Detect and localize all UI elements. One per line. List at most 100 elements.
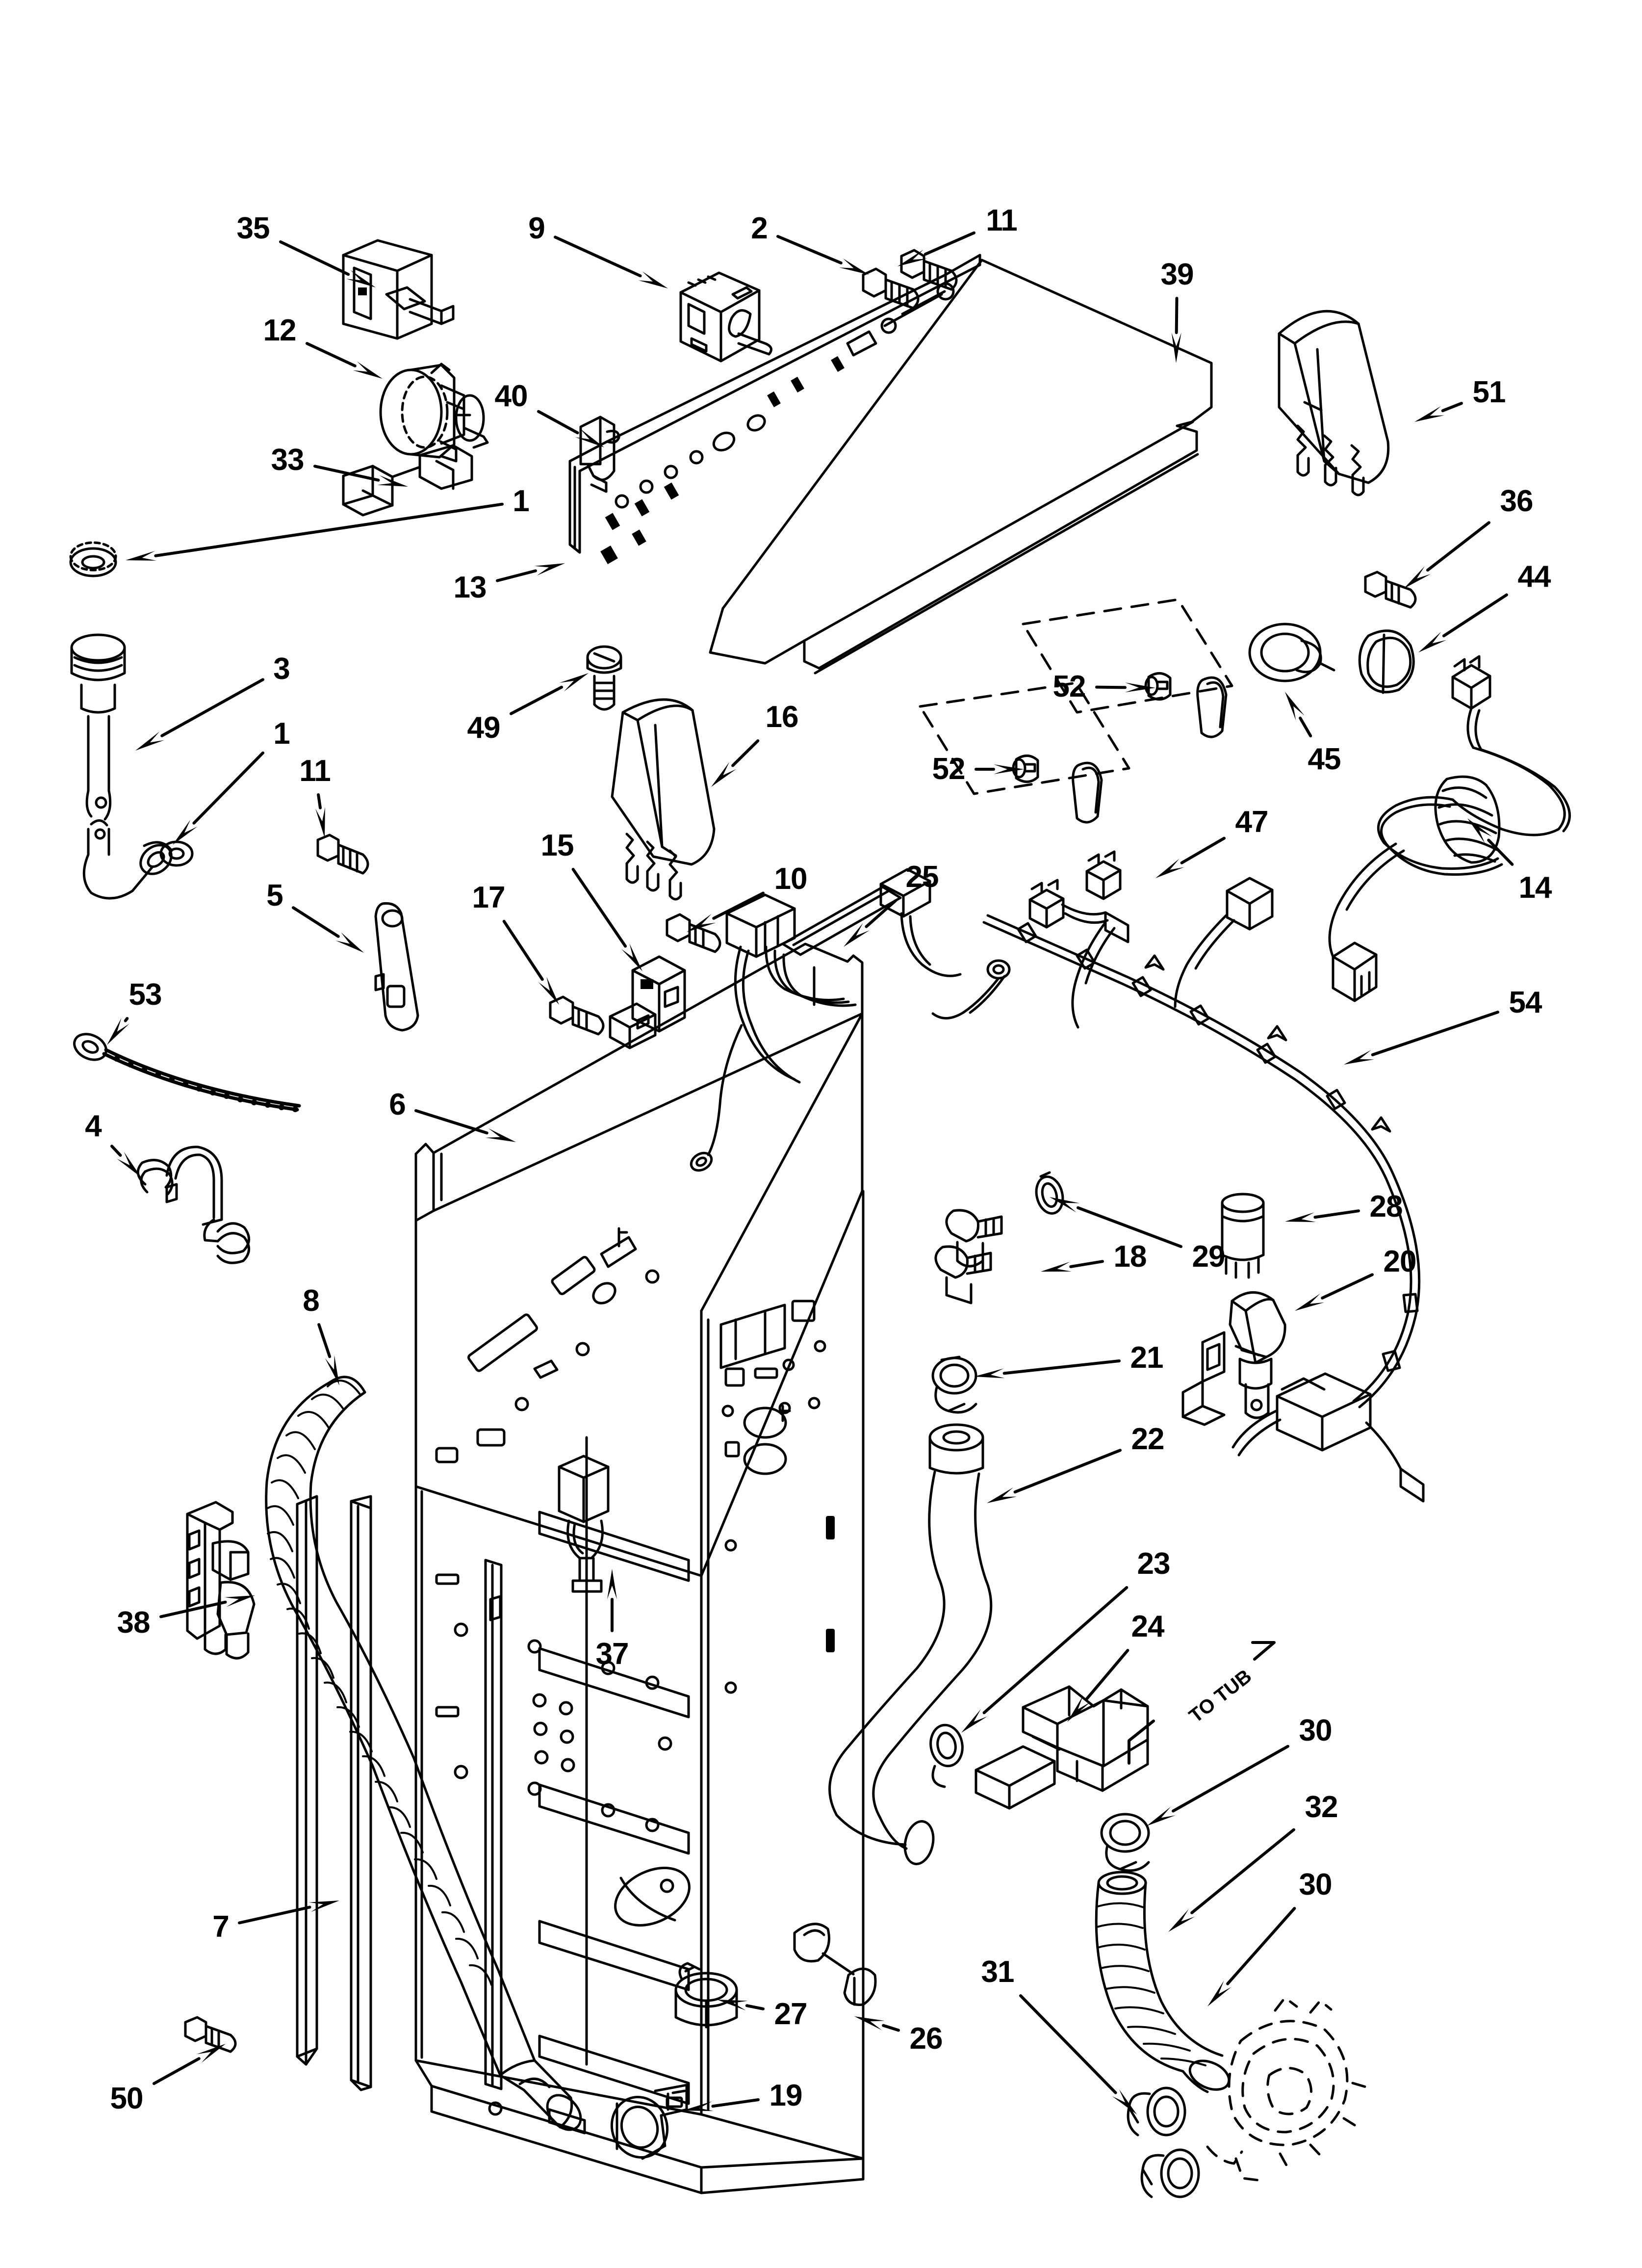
leader-line-50 <box>153 2057 201 2085</box>
callout-16: 16 <box>765 700 799 734</box>
leader-arrowhead-30b <box>1207 1981 1232 2007</box>
part-20-pump <box>1181 1291 1286 1426</box>
part-33-bracket <box>342 444 473 517</box>
part-19-hose-clip <box>610 2084 688 2160</box>
leader-arrowhead-31 <box>1112 2089 1137 2114</box>
leader-arrowhead-32 <box>1168 1909 1195 1932</box>
leader-line-51 <box>1441 402 1463 413</box>
leader-arrowhead-9 <box>638 271 668 288</box>
leader-line-17 <box>502 920 544 981</box>
callout-19: 19 <box>769 2079 803 2112</box>
callout-36: 36 <box>1500 484 1534 518</box>
leader-arrowhead-44 <box>1418 631 1447 652</box>
callout-14: 14 <box>1518 871 1552 905</box>
part-27-clamp <box>674 1962 738 2029</box>
leader-line-21 <box>1002 1359 1121 1375</box>
leader-line-15 <box>571 868 627 948</box>
leader-arrowhead-7 <box>308 1901 339 1912</box>
leader-line-47 <box>1180 836 1226 864</box>
callout-39: 39 <box>1160 258 1194 291</box>
part-51-end-cap <box>1278 310 1390 496</box>
callout-22: 22 <box>1131 1422 1165 1456</box>
callout-21: 21 <box>1130 1341 1164 1375</box>
leader-line-18 <box>1069 1260 1104 1268</box>
leader-line-9 <box>554 235 642 278</box>
part-54-wire-harness <box>690 850 1425 1503</box>
leader-arrowhead-29 <box>1050 1197 1080 1213</box>
callout-28: 28 <box>1369 1190 1403 1224</box>
callout-3: 3 <box>273 652 290 686</box>
leader-arrowhead-18 <box>1041 1262 1072 1272</box>
callout-6: 6 <box>389 1088 406 1121</box>
leader-line-5 <box>292 906 340 938</box>
callout-25: 25 <box>905 860 939 894</box>
leader-line-12 <box>306 342 357 367</box>
callout-26: 26 <box>909 2022 943 2056</box>
to-tub-leader <box>1128 1641 1276 1765</box>
part-5-hinge-link <box>374 902 419 1032</box>
part-32-elbow-hose <box>1095 1871 1231 2093</box>
part-8-drain-hose <box>265 1376 582 2131</box>
leader-arrowhead-45 <box>1285 692 1305 721</box>
leader-arrowhead-30a <box>1147 1806 1176 1826</box>
leader-line-20 <box>1321 1273 1374 1300</box>
leader-line-11b <box>317 793 322 809</box>
callout-9: 9 <box>528 211 545 245</box>
part-12-timer <box>379 363 489 463</box>
part-53-tie-strap <box>73 1033 301 1112</box>
callout-1b: 1 <box>273 717 290 751</box>
part-4-hose-clip <box>136 1146 250 1264</box>
part-2-11-screws-top <box>862 249 958 310</box>
callout-27: 27 <box>774 1997 808 2031</box>
leader-line-52a <box>1095 685 1127 689</box>
part-30-clamp-upper <box>1100 1813 1150 1872</box>
part-14-power-cord <box>1328 655 1571 1002</box>
part-47-knob-upper <box>1196 676 1228 738</box>
callout-24: 24 <box>1131 1610 1165 1643</box>
leader-arrowhead-49 <box>559 673 589 692</box>
ghost-pump-outline <box>1206 1996 1371 2182</box>
part-13-console-frame <box>568 254 1213 675</box>
callout-50: 50 <box>110 2082 144 2115</box>
leader-line-29 <box>1077 1206 1182 1248</box>
leader-line-25 <box>865 899 897 928</box>
leader-line-16 <box>731 739 760 767</box>
part-47-knob-lower <box>1072 761 1103 824</box>
leader-arrowhead-11a <box>898 249 927 266</box>
leader-arrowhead-21 <box>974 1368 1005 1379</box>
part-24-pump-bracket <box>975 1685 1149 1810</box>
leader-line-45 <box>1299 716 1312 737</box>
leader-line-49 <box>510 685 564 715</box>
callout-2: 2 <box>751 211 768 245</box>
callout-17: 17 <box>472 881 506 914</box>
callout-15: 15 <box>540 829 574 862</box>
part-44-ring <box>1358 629 1415 694</box>
callout-5: 5 <box>266 879 283 912</box>
leader-arrowhead-16 <box>711 762 737 787</box>
leader-arrowhead-20 <box>1295 1293 1325 1311</box>
callout-23: 23 <box>1137 1547 1171 1581</box>
part-28-capacitor <box>1221 1193 1265 1279</box>
leader-arrowhead-15 <box>621 943 642 971</box>
callout-7: 7 <box>212 1910 229 1944</box>
leader-line-23 <box>982 1586 1129 1715</box>
part-17-screw <box>549 995 605 1036</box>
leader-arrowhead-27 <box>717 2000 748 2010</box>
leader-line-53 <box>124 1017 129 1022</box>
part-11-screw-left <box>316 834 369 875</box>
part-6-rear-panel <box>350 942 865 2194</box>
leader-arrowhead-38 <box>224 1595 255 1607</box>
part-52-bushing-upper <box>1144 672 1172 701</box>
leader-arrowhead-8 <box>325 1355 339 1385</box>
callout-31: 31 <box>981 1955 1015 1989</box>
leader-arrowhead-2 <box>839 258 869 275</box>
leader-line-28 <box>1313 1209 1360 1219</box>
part-10-screw <box>666 913 721 953</box>
leader-arrowhead-35 <box>346 270 376 287</box>
leader-line-1a <box>154 502 504 557</box>
leader-arrowhead-17 <box>538 976 559 1005</box>
part-45-grommet <box>1248 623 1335 682</box>
leader-line-2 <box>776 235 843 264</box>
leader-line-24 <box>1085 1649 1129 1700</box>
leader-arrowhead-39 <box>1171 332 1181 363</box>
